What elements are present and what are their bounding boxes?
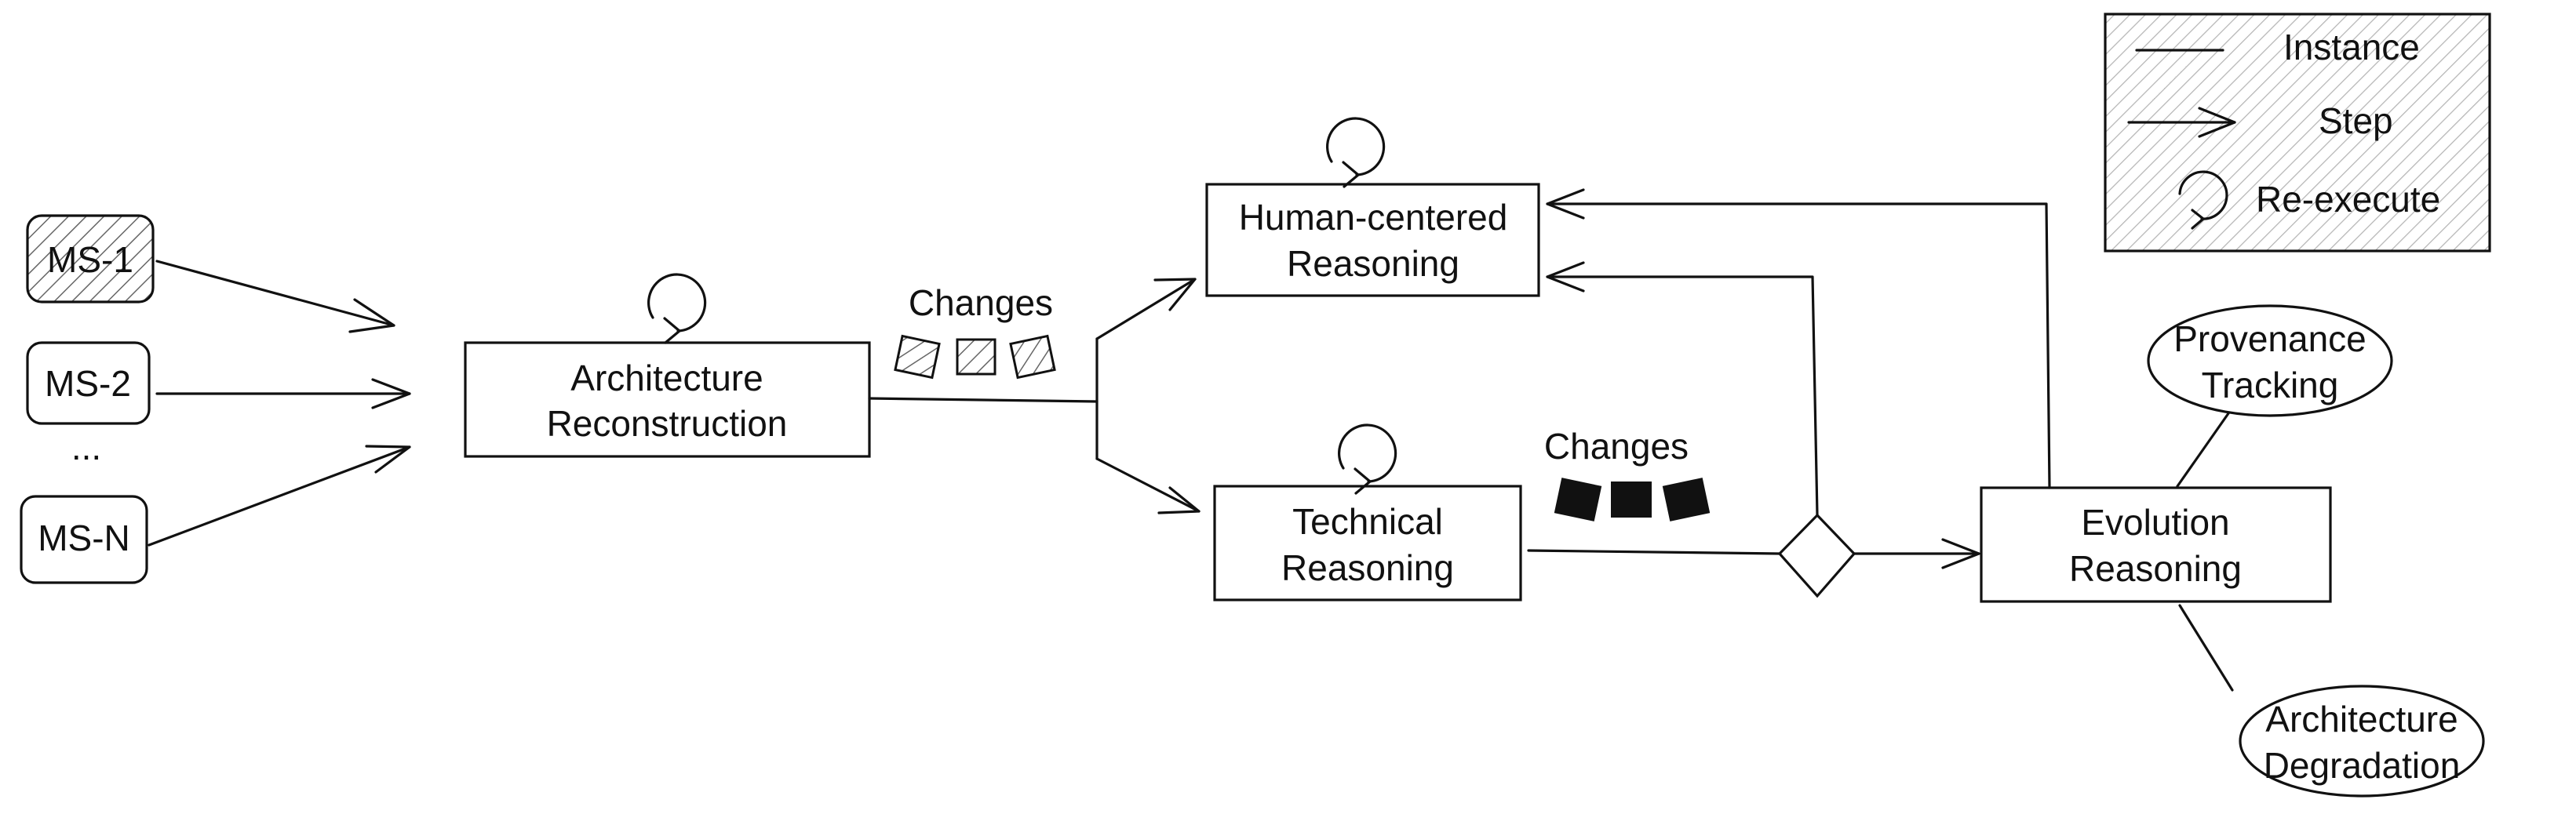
provenance-tracking-label-line1: Provenance bbox=[2173, 318, 2366, 359]
ms-1-label: MS-1 bbox=[47, 239, 133, 280]
legend-item-re-execute: Re-execute bbox=[2178, 170, 2440, 230]
architecture-reconstruction-node: Architecture Reconstruction bbox=[464, 341, 871, 458]
reload-icon bbox=[647, 273, 707, 344]
fork-connector bbox=[868, 278, 1201, 514]
ms-2-label: MS-2 bbox=[45, 363, 131, 404]
evolution-reasoning-label-line2: Reasoning bbox=[2069, 548, 2242, 589]
legend-label-instance: Instance bbox=[2283, 27, 2420, 67]
human-centered-reasoning-node: Human-centered Reasoning bbox=[1205, 183, 1540, 297]
decision-diamond bbox=[1777, 513, 1856, 598]
ellipsis-label: ... bbox=[71, 427, 101, 467]
architecture-reconstruction-label-line2: Reconstruction bbox=[547, 403, 788, 444]
changes-hatched-label: Changes bbox=[909, 282, 1053, 323]
changes-solid-label: Changes bbox=[1544, 426, 1689, 467]
arrow-icon bbox=[2127, 107, 2236, 138]
ms-2-node: MS-2 bbox=[26, 341, 151, 425]
architecture-degradation-label-line1: Architecture bbox=[2265, 699, 2458, 740]
ms-n-label: MS-N bbox=[38, 518, 130, 558]
legend-label-re-execute: Re-execute bbox=[2256, 179, 2440, 220]
decision-to-human-centered-arrow bbox=[1546, 261, 1819, 517]
reload-icon bbox=[1337, 423, 1397, 495]
evolution-reasoning-label-line1: Evolution bbox=[2081, 502, 2229, 543]
legend-item-step: Step bbox=[2127, 100, 2393, 141]
instance-link-degradation bbox=[2178, 604, 2234, 692]
evolution-to-human-centered-arrow bbox=[1546, 188, 2051, 489]
provenance-tracking-node: Provenance Tracking bbox=[2147, 304, 2393, 417]
solid-change-squares bbox=[1554, 478, 1711, 521]
evolution-reasoning-node: Evolution Reasoning bbox=[1980, 486, 2332, 603]
ms-1-node: MS-1 bbox=[26, 214, 155, 303]
reload-icon bbox=[2178, 170, 2228, 230]
architecture-reconstruction-label-line1: Architecture bbox=[570, 358, 763, 398]
human-centered-reasoning-label-line1: Human-centered bbox=[1239, 197, 1508, 238]
legend-label-step: Step bbox=[2319, 100, 2393, 141]
architecture-degradation-node: Architecture Degradation bbox=[2239, 685, 2485, 798]
legend-item-instance: Instance bbox=[2135, 27, 2420, 67]
input-arrow-ms1 bbox=[155, 260, 395, 333]
hatched-change-squares bbox=[894, 334, 1056, 380]
input-arrow-msn bbox=[148, 445, 411, 547]
technical-reasoning-label-line2: Reasoning bbox=[1281, 547, 1454, 588]
provenance-tracking-label-line2: Tracking bbox=[2202, 365, 2339, 405]
reload-icon bbox=[1325, 117, 1386, 188]
technical-reasoning-label-line1: Technical bbox=[1292, 501, 1443, 542]
technical-to-decision-line bbox=[1527, 549, 1781, 555]
legend-box bbox=[2104, 13, 2491, 253]
technical-reasoning-node: Technical Reasoning bbox=[1213, 485, 1522, 601]
input-arrow-ms2 bbox=[155, 378, 411, 409]
human-centered-reasoning-label-line2: Reasoning bbox=[1287, 243, 1459, 284]
ms-n-node: MS-N bbox=[20, 495, 148, 584]
legend: Instance Step Re-execute bbox=[2104, 13, 2491, 253]
instance-link-provenance bbox=[2176, 406, 2234, 488]
architecture-degradation-label-line2: Degradation bbox=[2264, 745, 2461, 786]
decision-to-evolution-arrow bbox=[1853, 538, 1980, 569]
